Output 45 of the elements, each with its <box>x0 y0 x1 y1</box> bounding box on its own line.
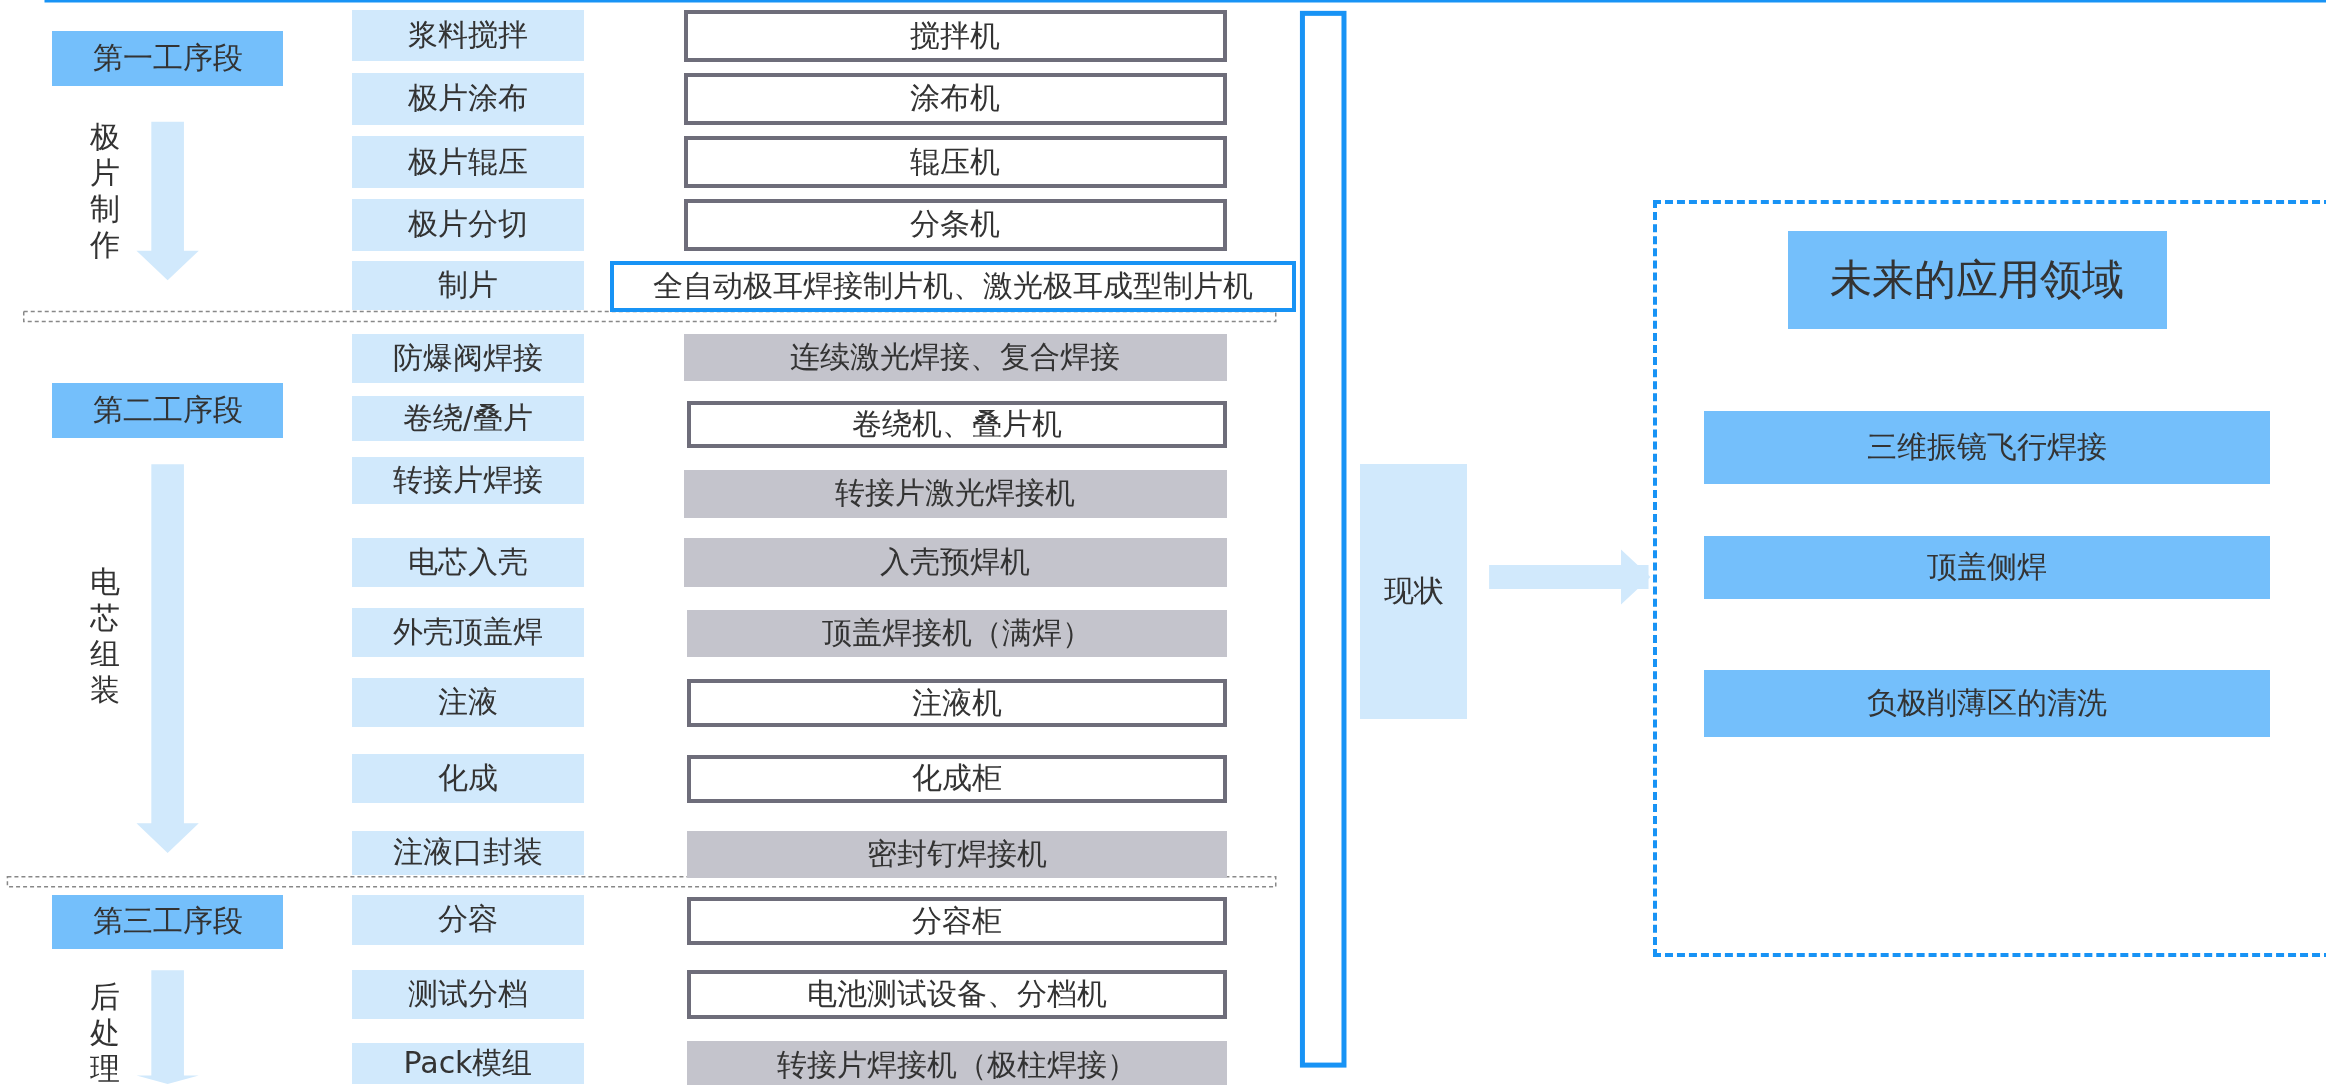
application-box: 顶盖侧焊 <box>1704 535 2270 600</box>
equipment-box: 搅拌机 <box>683 10 1227 63</box>
stage-box: 第二工序段 <box>51 382 284 438</box>
equipment-box: 全自动极耳焊接制片机、激光极耳成型制片机 <box>609 261 1297 312</box>
process-box: 制片 <box>351 261 585 310</box>
equipment-box: 涂布机 <box>683 72 1227 125</box>
heading-box: 未来的应用领域 <box>1787 231 2168 330</box>
equipment-box: 电池测试设备、分档机 <box>686 970 1227 1020</box>
stage-label: 极片制作 <box>89 118 121 263</box>
status-box: 现状 <box>1360 464 1468 720</box>
process-box: 分容 <box>351 894 585 945</box>
equipment-box: 转接片焊接机（极柱焊接） <box>686 1041 1227 1085</box>
equipment-box: 分条机 <box>683 198 1227 251</box>
equipment-box: 注液机 <box>686 679 1227 727</box>
equipment-box: 密封钉焊接机 <box>686 830 1227 879</box>
process-box: 极片辊压 <box>351 136 585 189</box>
equipment-box: 分容柜 <box>686 897 1227 945</box>
equipment-box: 连续激光焊接、复合焊接 <box>683 333 1227 382</box>
process-box: 防爆阀焊接 <box>351 333 585 383</box>
process-box: 外壳顶盖焊 <box>351 608 585 658</box>
process-box: 化成 <box>351 753 585 803</box>
equipment-box: 卷绕机、叠片机 <box>686 400 1227 448</box>
process-box: 测试分档 <box>351 970 585 1020</box>
equipment-box: 化成柜 <box>686 755 1227 803</box>
process-box: 注液口封装 <box>351 830 585 876</box>
process-box: 注液 <box>351 677 585 727</box>
stage-label: 后处理 <box>89 979 121 1085</box>
equipment-box: 转接片激光焊接机 <box>683 470 1227 518</box>
process-box: 转接片焊接 <box>351 456 585 505</box>
equipment-box: 辊压机 <box>683 136 1227 189</box>
process-box: 浆料搅拌 <box>351 10 585 61</box>
process-box: 卷绕/叠片 <box>351 396 585 441</box>
equipment-box: 入壳预焊机 <box>683 538 1227 588</box>
stage-box: 第一工序段 <box>51 31 284 86</box>
application-box: 三维振镜飞行焊接 <box>1704 410 2270 484</box>
process-box: 极片分切 <box>351 198 585 251</box>
process-box: Pack模组 <box>351 1042 585 1085</box>
process-box: 电芯入壳 <box>351 538 585 588</box>
application-box: 负极削薄区的清洗 <box>1704 670 2270 738</box>
process-box: 极片涂布 <box>351 72 585 125</box>
stage-box: 第三工序段 <box>51 894 284 950</box>
equipment-box: 顶盖焊接机（满焊） <box>686 609 1227 658</box>
arrow <box>1489 549 1651 606</box>
dashed-frame <box>1652 200 2326 957</box>
stage-label: 电芯组装 <box>89 563 121 708</box>
